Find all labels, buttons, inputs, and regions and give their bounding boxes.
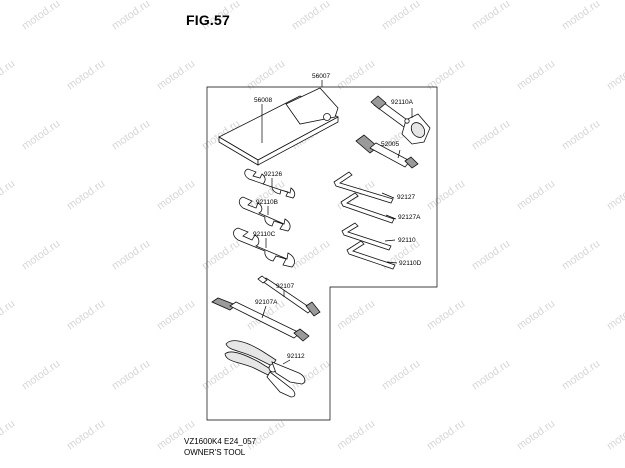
hex-key-92110D <box>346 240 396 270</box>
open-wrench-92126 <box>244 168 296 199</box>
open-wrench-92110C <box>233 227 295 268</box>
part-label-56007: 56007 <box>312 73 330 80</box>
box-wrench-92110A <box>370 95 431 145</box>
part-label-56008: 56008 <box>254 97 272 104</box>
part-label-92127: 92127 <box>397 194 415 201</box>
diagram-code: VZ1600K4 E24_057 <box>184 437 257 446</box>
leader-lines <box>261 80 413 365</box>
part-label-92110: 92110 <box>398 237 416 244</box>
part-label-92126: 92126 <box>264 171 282 178</box>
hex-key-92127A <box>340 192 395 224</box>
screwdriver-92107 <box>257 275 321 317</box>
open-wrench-92110B <box>238 196 291 232</box>
part-label-92127A: 92127A <box>398 214 421 221</box>
part-label-52005: 52005 <box>381 141 399 148</box>
part-label-92107A: 92107A <box>255 299 278 306</box>
pliers-92112 <box>224 340 306 398</box>
part-label-92110D: 92110D <box>399 260 422 267</box>
screwdriver-handle-92107A <box>211 297 310 342</box>
tool-pouch-56008 <box>218 87 339 166</box>
diagram-name: OWNER'S TOOL <box>184 448 246 457</box>
part-label-92110C: 92110C <box>253 231 276 238</box>
hex-key-92127 <box>333 171 394 204</box>
tool-kit-outline <box>206 86 438 421</box>
part-number-labels: 56007 56008 92110A 52005 92126 92127 921… <box>253 73 422 360</box>
figure-title: FIG.57 <box>186 12 230 28</box>
screwdriver-52005 <box>355 134 419 169</box>
part-label-92110A: 92110A <box>391 99 414 106</box>
hex-key-92110 <box>341 222 392 251</box>
part-label-92110B: 92110B <box>256 199 278 206</box>
part-label-92107: 92107 <box>276 283 294 290</box>
part-label-92112: 92112 <box>287 353 305 360</box>
